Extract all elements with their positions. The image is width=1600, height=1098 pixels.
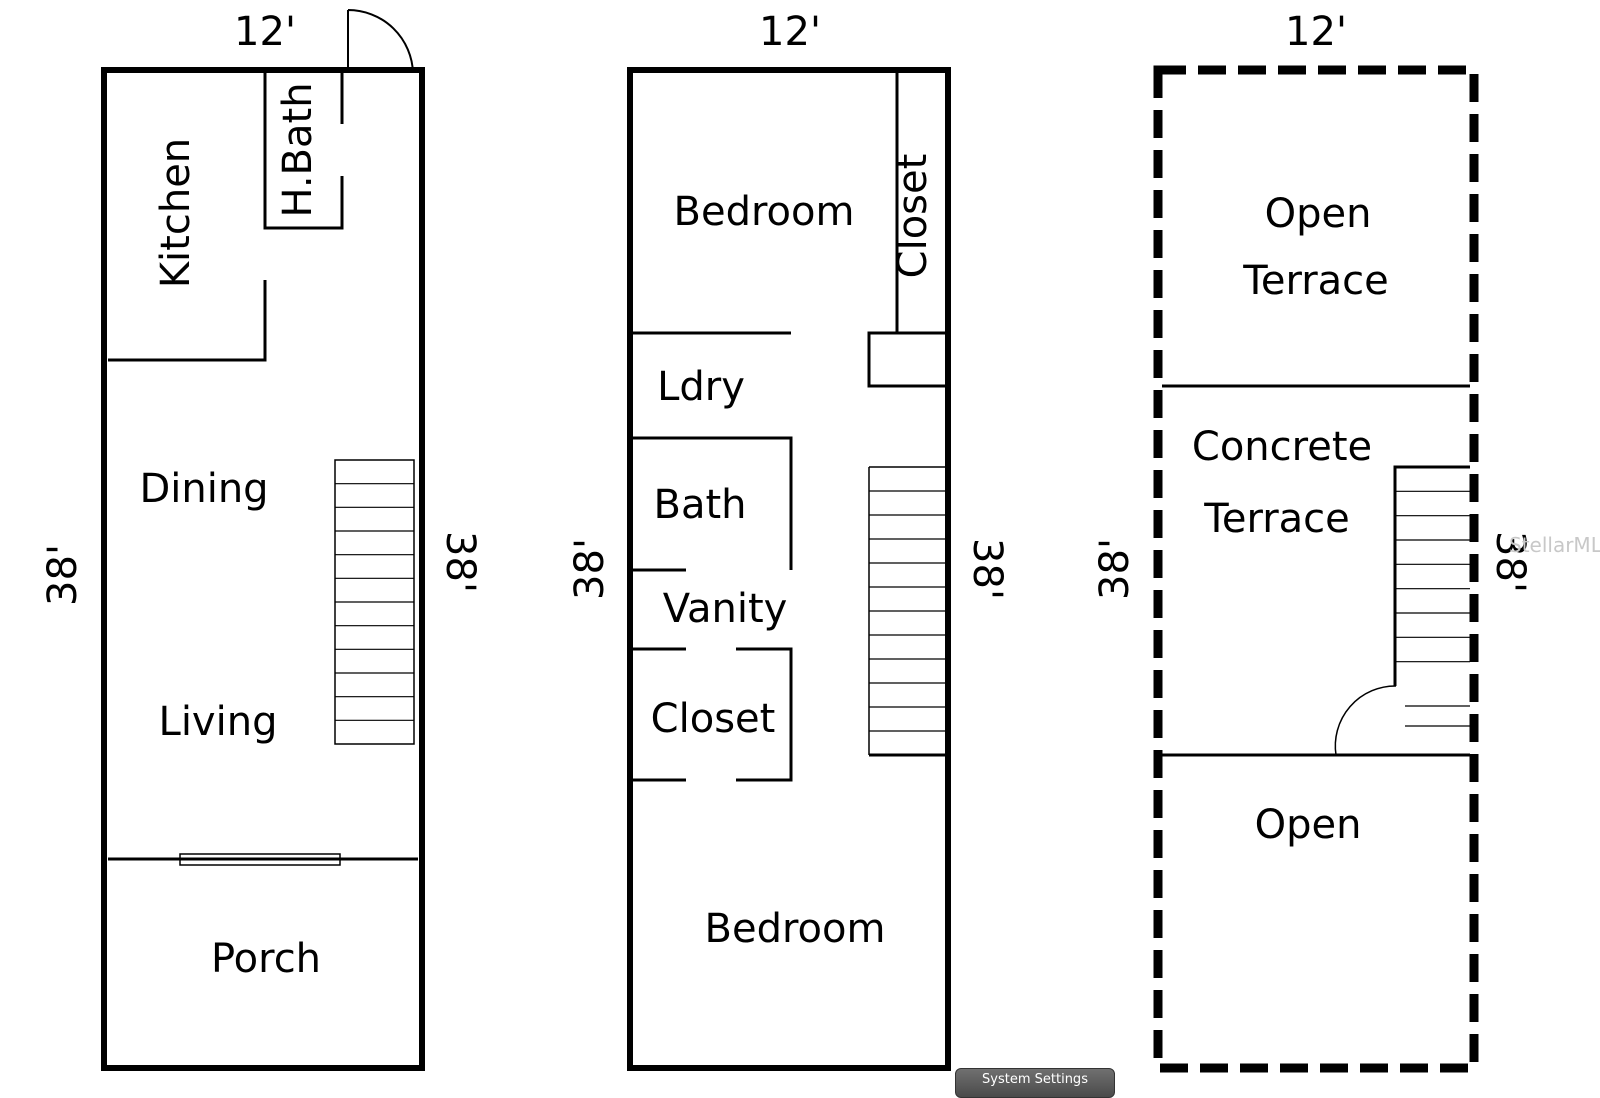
floor-2-left-depth-label: 38'	[567, 538, 613, 600]
floor-2-right-depth-label: 38'	[964, 538, 1010, 600]
room-bedroom-bottom: Bedroom	[705, 906, 886, 952]
floor-3-left-depth-label: 38'	[1092, 538, 1138, 600]
floor-3-stairs	[1393, 465, 1470, 727]
floor-1-right-depth-label: 38'	[437, 531, 483, 593]
floor-2-outline	[627, 67, 951, 1071]
room-closet-top: Closet	[890, 154, 936, 279]
bath-wall	[633, 436, 793, 570]
room-kitchen: Kitchen	[153, 138, 199, 288]
room-open-terrace-line2: Terrace	[1242, 258, 1389, 304]
floor-2-stairs	[868, 466, 945, 757]
chase-box	[867, 331, 945, 388]
room-bath: Bath	[654, 482, 747, 528]
floor-1-stairs	[334, 459, 415, 745]
floor-1: 12' 38' 38' Kitchen H.Bath Dining Living…	[40, 9, 483, 1071]
floor-1-left-depth-label: 38'	[40, 544, 86, 606]
room-laundry: Ldry	[657, 364, 745, 410]
room-open-terrace-line1: Open	[1265, 191, 1372, 237]
room-concrete-terrace-line2: Terrace	[1203, 496, 1350, 542]
room-dining: Dining	[139, 466, 268, 512]
floor-3-right-depth-label: 38'	[1487, 531, 1533, 593]
room-bedroom-top: Bedroom	[674, 189, 855, 235]
floor-3-outline	[1153, 65, 1479, 1073]
floor-3-width-label: 12'	[1285, 9, 1347, 55]
room-vanity: Vanity	[663, 586, 788, 632]
floor-1-outline	[101, 67, 425, 1071]
room-porch: Porch	[211, 936, 321, 982]
floor-1-width-label: 12'	[234, 9, 296, 55]
half-bath-wall	[263, 73, 344, 230]
front-door-swing	[347, 9, 414, 74]
kitchen-wall	[108, 280, 267, 362]
room-half-bath: H.Bath	[275, 82, 321, 217]
room-open-bottom: Open	[1255, 802, 1362, 848]
room-concrete-terrace-line1: Concrete	[1192, 424, 1372, 470]
floor-2-width-label: 12'	[759, 9, 821, 55]
system-settings-button[interactable]: System Settings	[955, 1068, 1115, 1098]
floor-2: 12' 38' 38' Bedroom Closet Ldry Bath Van…	[567, 9, 1010, 1071]
terrace-door-swing	[1334, 685, 1397, 756]
room-closet-mid: Closet	[651, 696, 776, 742]
floor-3: 12' 38' 38' Open Terrace Concrete Terrac…	[1092, 9, 1533, 1073]
closet-mid-wall	[633, 647, 793, 782]
room-living: Living	[159, 699, 278, 745]
